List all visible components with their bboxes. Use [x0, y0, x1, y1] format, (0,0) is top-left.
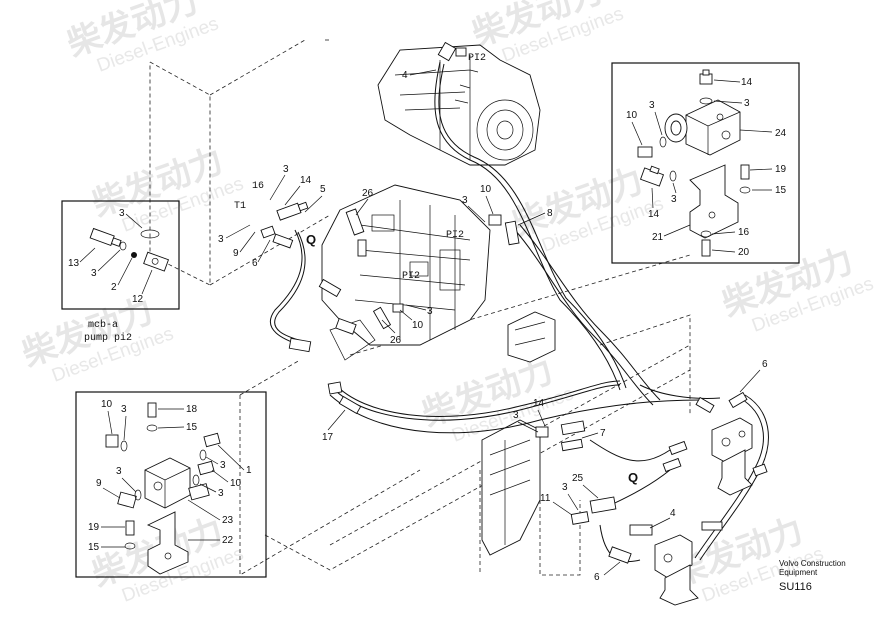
- inset2-label-21: 21: [652, 232, 664, 243]
- label-6-b: 6: [594, 572, 600, 583]
- inset2-label-19: 19: [775, 164, 787, 175]
- label-q-left: Q: [306, 232, 316, 247]
- inset2-label-3-top: 3: [744, 98, 750, 109]
- label-5: 5: [320, 184, 326, 195]
- label-6-c: 6: [762, 359, 768, 370]
- label-10-a: 10: [480, 184, 492, 195]
- label-q-right: Q: [628, 470, 638, 485]
- valve-assembly-right: [711, 417, 753, 496]
- inset1-label-2: 2: [111, 282, 117, 293]
- inset3-label-23: 23: [222, 515, 234, 526]
- inset1-label-3-top: 3: [119, 208, 125, 219]
- label-8: 8: [547, 208, 553, 219]
- lower-valve-block: [481, 419, 541, 556]
- valve-assembly-bottom: [654, 534, 699, 606]
- label-26-bottom: 26: [390, 335, 402, 346]
- label-3-f: 3: [562, 482, 568, 493]
- brand-line-1: Volvo Construction: [779, 559, 846, 568]
- inset2-label-16: 16: [738, 227, 750, 238]
- inset-solenoid-valve-bottom-left: 10 3 18 15 1 3 10 3 9 3 23 19 22 15: [75, 391, 267, 578]
- fittings: [260, 41, 768, 564]
- label-3-e: 3: [513, 410, 519, 421]
- label-3-b: 3: [218, 234, 224, 245]
- control-valve-block: [321, 184, 491, 361]
- inset3-label-9: 9: [96, 478, 102, 489]
- label-7: 7: [600, 428, 606, 439]
- inset2-label-14-top: 14: [741, 77, 753, 88]
- label-14-a: 14: [300, 175, 312, 186]
- brand-line-2: Equipment: [779, 568, 818, 577]
- label-t1: T1: [234, 201, 246, 212]
- inset3-label-15-top: 15: [186, 422, 198, 433]
- label-14-b: 14: [533, 398, 545, 409]
- inset2-label-20: 20: [738, 247, 750, 258]
- inset2-label-14-bottom: 14: [648, 209, 660, 220]
- inset2-label-3-left: 3: [649, 100, 655, 111]
- label-pi2-center: PI2: [446, 230, 464, 241]
- inset3-label-19: 19: [88, 522, 100, 533]
- label-11: 11: [540, 493, 551, 504]
- label-25: 25: [572, 473, 584, 484]
- label-pi2-top: PI2: [468, 53, 486, 64]
- label-3-c: 3: [462, 195, 468, 206]
- inset3-label-3-left: 3: [116, 466, 122, 477]
- swing-block: [507, 311, 556, 363]
- inset-pump-pi2: 3 13 3 2 12 mcb-a pump pi2: [61, 200, 180, 344]
- label-9: 9: [233, 248, 239, 259]
- inset3-label-3-top: 3: [121, 404, 127, 415]
- label-26-top: 26: [362, 188, 374, 199]
- drawing-code: SU116: [779, 581, 812, 593]
- main-pump: [377, 44, 541, 166]
- inset1-label-12: 12: [132, 294, 144, 305]
- label-3-d: 3: [427, 306, 433, 317]
- label-16: 16: [252, 181, 264, 192]
- label-4-b: 4: [670, 508, 676, 519]
- inset3-label-1: 1: [246, 465, 252, 476]
- inset3-label-18: 18: [186, 404, 198, 415]
- inset-solenoid-valve-right: 14 3 10 3 24 19 15 14 3 21 16 20: [611, 62, 800, 264]
- footer-branding: Volvo Construction Equipment SU116: [779, 559, 846, 593]
- inset3-label-3-right: 3: [220, 460, 226, 471]
- main-labels: 4 PI2 16 T1 3 14 5 9 6 3 Q 26 PI2 10 3 8…: [218, 53, 768, 583]
- inset1-label-3-mid: 3: [91, 268, 97, 279]
- label-3-a: 3: [283, 164, 289, 175]
- inset3-label-15-bottom: 15: [88, 542, 100, 553]
- inset2-label-3-bottom: 3: [671, 194, 677, 205]
- inset2-label-15: 15: [775, 185, 787, 196]
- inset1-caption-line1: mcb-a: [88, 319, 118, 331]
- inset1-caption-line2: pump pi2: [84, 332, 132, 344]
- inset2-label-10: 10: [626, 110, 638, 121]
- inset3-label-22: 22: [222, 535, 234, 546]
- inset1-label-13: 13: [68, 258, 80, 269]
- label-17: 17: [322, 432, 334, 443]
- label-10-b: 10: [412, 320, 424, 331]
- inset3-label-10-top: 10: [101, 399, 113, 410]
- label-4: 4: [402, 70, 408, 81]
- inset3-label-10-right: 10: [230, 478, 242, 489]
- label-6-a: 6: [252, 258, 258, 269]
- label-pi2-lower: PI2: [402, 271, 420, 282]
- inset2-label-24: 24: [775, 128, 787, 139]
- inset3-label-3-mid: 3: [218, 488, 224, 499]
